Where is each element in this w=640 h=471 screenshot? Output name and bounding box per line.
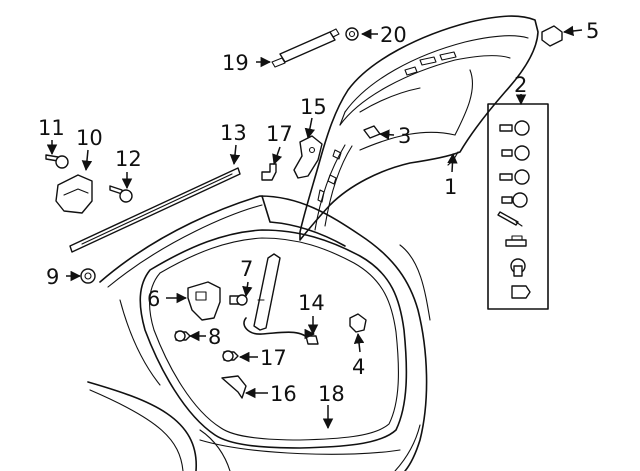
callout-10: 10 [76,126,103,150]
callout-2: 2 [514,73,527,97]
bolt-fastener [497,120,531,299]
callout-16: 16 [270,382,297,406]
fastener-parts-box [487,103,549,310]
callout-18: 18 [318,382,345,406]
callout-6: 6 [147,287,160,311]
callout-5: 5 [586,19,599,43]
callout-14: 14 [298,291,325,315]
callout-3: 3 [398,124,411,148]
small-parts [45,25,563,399]
callout-17-bottom: 17 [260,346,287,370]
trunk-lid-drawing [299,15,539,241]
callout-8: 8 [208,325,221,349]
callout-13: 13 [220,121,247,145]
vehicle-body-drawing [87,195,431,471]
callout-7: 7 [240,257,253,281]
leader-arrows [46,25,583,430]
callout-12: 12 [115,147,142,171]
callout-20: 20 [380,23,407,47]
callout-9: 9 [46,265,59,289]
callout-4: 4 [352,355,365,379]
callout-labels: 1 2 3 4 5 6 7 8 9 10 11 12 13 14 15 16 1… [38,19,599,406]
callout-19: 19 [222,51,249,75]
callout-11: 11 [38,116,65,140]
callout-15: 15 [300,95,327,119]
callout-1: 1 [444,175,457,199]
callout-17-top: 17 [266,122,293,146]
